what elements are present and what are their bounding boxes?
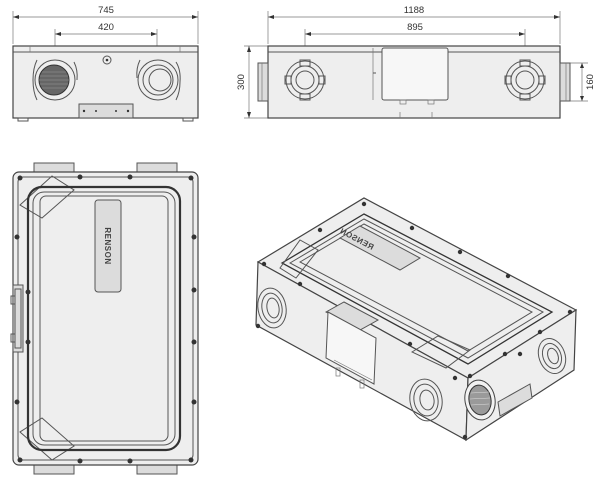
side-view: 1188 895 300 160 (236, 5, 596, 119)
right-duct-front (136, 59, 181, 101)
dimension-label-895: 895 (407, 22, 423, 33)
condensate-plate (78, 103, 134, 119)
right-spigot-side (559, 62, 571, 102)
isometric-view: RENSON (255, 197, 578, 442)
iso-electronics-box (325, 311, 377, 385)
left-duct-side (284, 59, 326, 101)
dimension-length-side: 1188 (267, 5, 561, 44)
iso-front-duct (409, 378, 443, 422)
top-view: RENSON (10, 162, 199, 475)
dimension-label-420: 420 (98, 22, 114, 33)
dimension-spacing-front: 420 (54, 22, 158, 60)
iso-label-panel (338, 225, 422, 271)
dimension-height-side: 300 (236, 45, 270, 119)
iso-mesh-duct (464, 379, 496, 421)
right-duct-side (504, 59, 546, 101)
iso-left-duct (257, 287, 287, 329)
dimension-label-160: 160 (585, 74, 596, 90)
label-panel (94, 199, 122, 293)
screws-iso-view (255, 201, 573, 440)
screws-top-view (14, 174, 197, 464)
left-spigot-side (257, 62, 269, 102)
left-duct-front (32, 59, 78, 101)
hinge-bracket (12, 284, 24, 353)
iso-condensate-plate (497, 383, 533, 417)
iso-lid (280, 213, 554, 365)
lid-gasket (26, 185, 182, 452)
front-view: 745 420 (12, 5, 199, 122)
electronics-box (381, 47, 449, 101)
iso-right-duct (537, 338, 567, 374)
dimension-label-300: 300 (236, 74, 247, 90)
brand-label-top: RENSON (103, 227, 112, 264)
dimension-label-1188: 1188 (404, 5, 424, 16)
dimension-width-front: 745 (12, 5, 199, 44)
dimension-label-745: 745 (98, 5, 114, 16)
mounting-knob (102, 55, 112, 65)
